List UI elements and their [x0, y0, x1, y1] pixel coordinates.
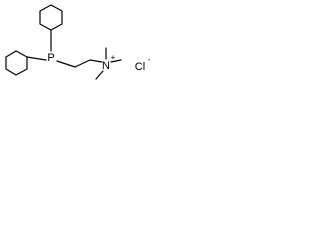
bond-ring-lower-phosphorus [26, 56, 47, 61]
cyclohexyl-ring-upper [39, 4, 63, 31]
bond-ch2-ch2 [74, 59, 91, 68]
chloride-charge-label: - [148, 55, 151, 64]
phosphorus-atom-label: P [47, 52, 54, 64]
cyclohexyl-ring-lower [5, 50, 28, 76]
nitrogen-charge-label: + [111, 53, 116, 62]
chloride-label: Cl [135, 61, 145, 73]
bond-phosphorus-ch2 [56, 60, 76, 68]
bond-ch2-nitrogen [89, 59, 103, 63]
chemical-structure: P N + Cl - [5, 4, 151, 80]
bond-nitrogen-methyl-right [110, 59, 122, 63]
bond-nitrogen-methyl-down [95, 70, 104, 80]
nitrogen-atom-label: N [102, 60, 110, 72]
